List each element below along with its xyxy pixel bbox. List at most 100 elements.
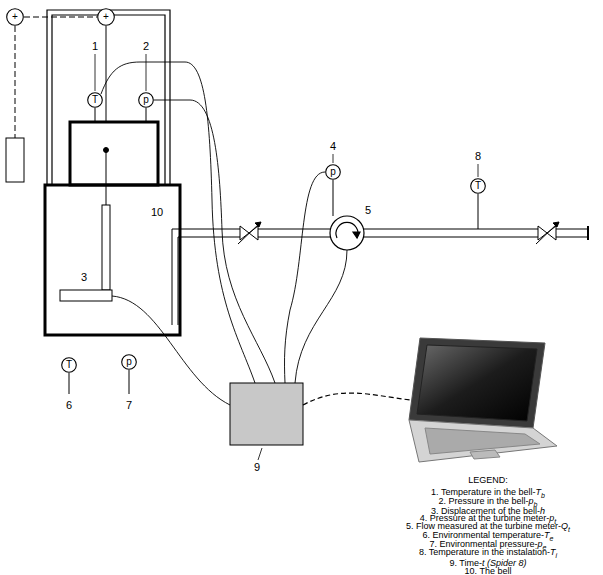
sensor-stems (146, 108, 147, 122)
displacement-sensor (60, 290, 112, 301)
valve-symbol (238, 222, 559, 244)
bell-frame (52, 15, 165, 185)
legend-line: 10. The bell (465, 567, 512, 575)
gas-pipe (556, 229, 588, 230)
counterweight (6, 26, 24, 182)
valve-symbol (553, 222, 559, 227)
bell (70, 122, 158, 185)
callout-number: 9 (254, 461, 260, 473)
bell-frame (47, 10, 170, 185)
signal-wire (101, 62, 255, 383)
circle-outline (7, 9, 24, 26)
sensor-symbol: T (92, 95, 98, 105)
circle-outline (326, 165, 341, 180)
laptop (425, 428, 540, 454)
pressure-sensor: p (138, 92, 154, 108)
sensor-symbol: T (66, 360, 72, 370)
circle-outline (122, 355, 137, 370)
bell-chain (106, 26, 107, 122)
gas-pipe (364, 237, 538, 238)
bell-chain (106, 26, 107, 122)
cable-line (24, 17, 97, 18)
sensor-symbol: p (143, 95, 149, 105)
callout-number: 5 (365, 204, 371, 216)
signal-wire (154, 100, 275, 383)
temperature-sensor: T (87, 92, 103, 108)
gas-pipe (556, 237, 588, 238)
data-link (303, 393, 410, 405)
signal-wire (112, 296, 230, 405)
laptop (417, 345, 537, 421)
temperature-sensor: T (61, 357, 77, 373)
valve-symbol (249, 226, 258, 240)
laptop (470, 450, 500, 459)
sensor-stems (69, 108, 478, 394)
signal-wire (285, 172, 325, 383)
displacement-sensor (102, 205, 110, 290)
callout-number: 3 (81, 271, 87, 283)
pulley-circle: + (6, 8, 24, 26)
bell (106, 150, 107, 205)
pulley-circle: + (97, 8, 115, 26)
sensor-stems (129, 370, 130, 394)
laptop (409, 338, 545, 428)
callout-number: 4 (330, 140, 336, 152)
temperature-sensor: T (470, 178, 486, 194)
gas-pipe (364, 229, 538, 230)
leader-lines (146, 54, 147, 91)
laptop (409, 338, 557, 462)
counterweight (15, 26, 16, 138)
sensor-stems (333, 180, 334, 216)
callout-number: 2 (143, 40, 149, 52)
callout-number: 8 (475, 150, 481, 162)
valve-symbol (536, 222, 559, 244)
tank (45, 185, 180, 335)
circle-outline (88, 93, 103, 108)
tank (45, 185, 180, 335)
bell-frame (47, 10, 170, 185)
callout-number: 1 (92, 40, 98, 52)
leader-lines (258, 448, 262, 460)
valve-symbol (547, 226, 556, 240)
bell (70, 122, 158, 205)
turbine-meter (336, 222, 358, 238)
turbine-meter (353, 232, 360, 238)
displacement-sensor (60, 205, 112, 301)
sensor-symbol: p (330, 167, 336, 177)
circle-outline (471, 179, 486, 194)
signal-wire (101, 62, 347, 405)
valve-symbol (255, 222, 261, 227)
sensor-symbol: p (126, 357, 132, 367)
gas-pipe (172, 226, 588, 325)
sensor-stems (69, 373, 70, 394)
gas-pipe (178, 237, 240, 325)
laptop (409, 420, 557, 462)
sensor-stems (478, 194, 479, 229)
leader-lines (478, 164, 479, 177)
sensor-symbol: + (103, 12, 109, 22)
turbine-meter (330, 216, 364, 250)
circle-outline (62, 358, 77, 373)
circle-outline (139, 93, 154, 108)
gas-pipe (587, 226, 589, 240)
gas-pipe (172, 229, 240, 325)
callout-number: 6 (66, 399, 72, 411)
leader-lines (333, 154, 334, 163)
leader-lines (95, 54, 96, 91)
counterweight (6, 138, 24, 182)
sensor-stems (95, 108, 96, 122)
callout-number: 10 (151, 206, 163, 218)
gas-pipe (258, 229, 330, 230)
data-link (303, 393, 410, 405)
signal-wire (295, 250, 347, 383)
circle-outline (98, 9, 115, 26)
sensor-symbol: + (12, 12, 18, 22)
turbine-meter (330, 216, 364, 250)
pressure-sensor: p (325, 164, 341, 180)
callout-number: 7 (126, 399, 132, 411)
valve-symbol (238, 222, 261, 244)
gas-pipe (258, 237, 330, 238)
pressure-sensor: p (121, 354, 137, 370)
legend-line: LEGEND: (468, 476, 508, 485)
data-logger (230, 383, 303, 445)
